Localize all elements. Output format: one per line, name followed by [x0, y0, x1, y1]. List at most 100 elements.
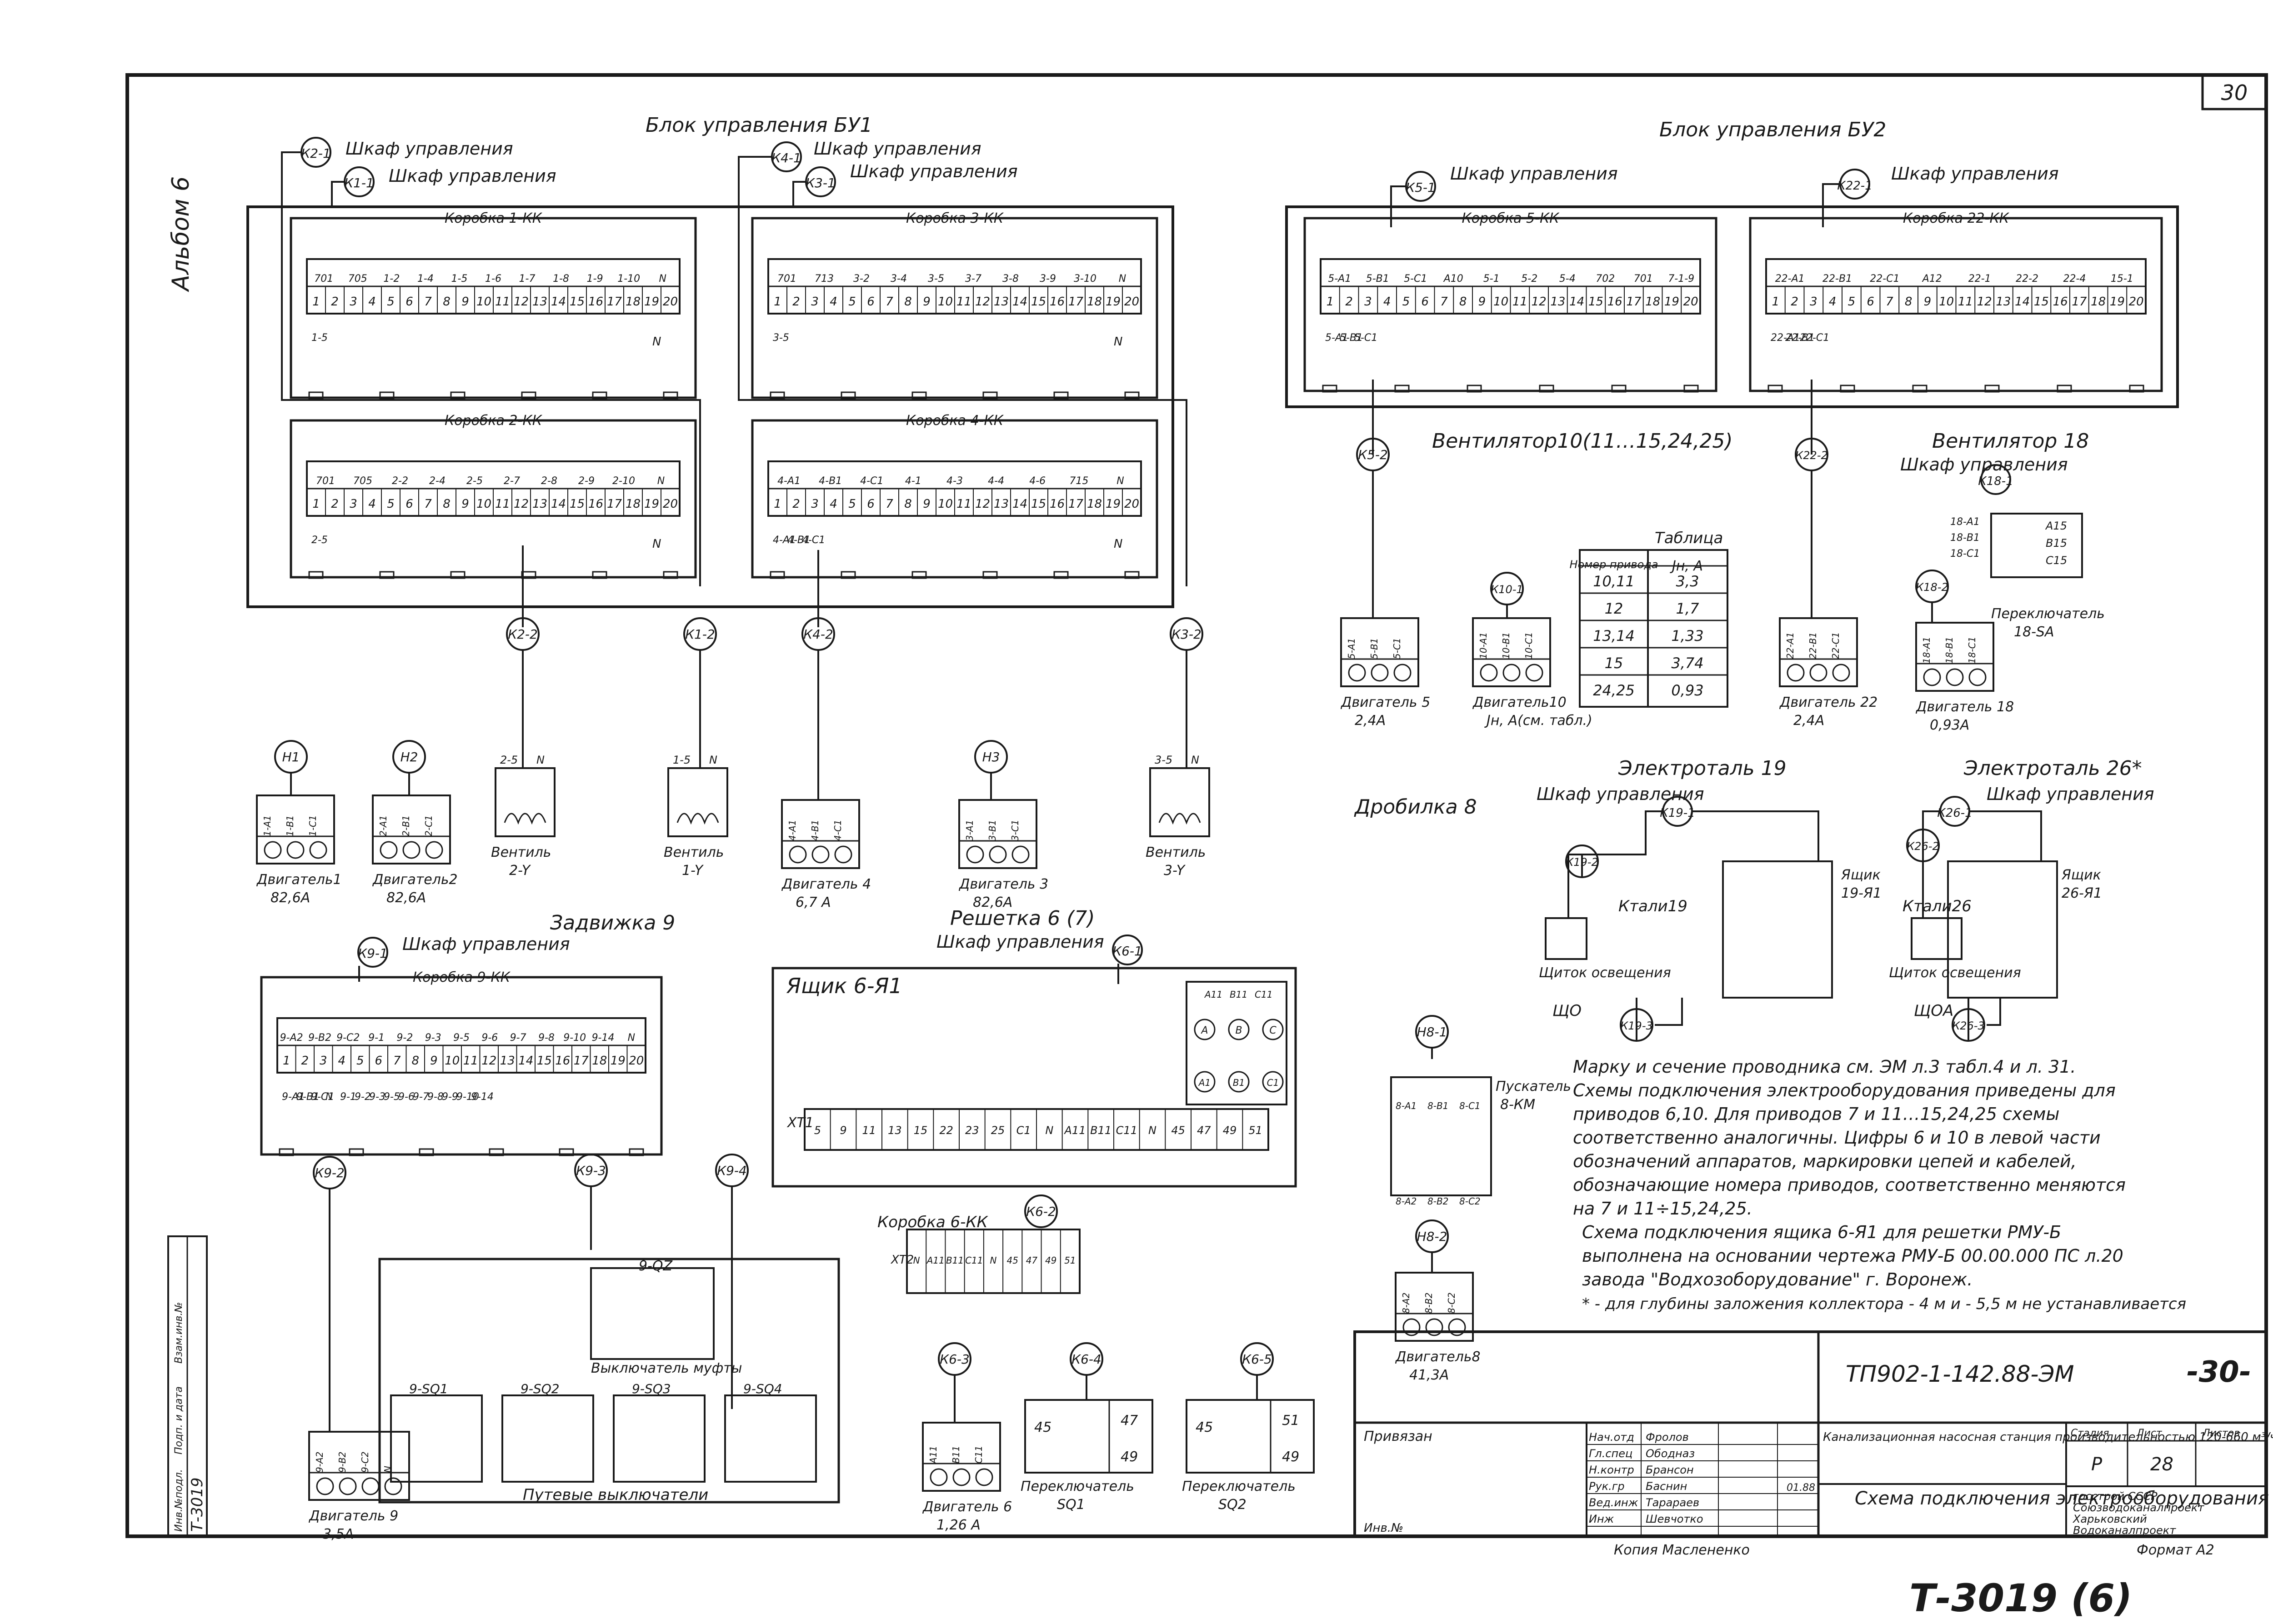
box-b22-top-label: 22-4: [2063, 273, 2086, 285]
stamp-kopia: Копия Маслененко: [1614, 1542, 1750, 1558]
box-b1-top-label: N: [659, 273, 666, 285]
box-b1-num: 13: [532, 295, 547, 309]
cabinet-k11-label: Шкаф управления: [389, 166, 556, 186]
box-b1-n: N: [652, 335, 661, 349]
box-b1-num: 19: [644, 295, 659, 309]
device-dv9-term: 9-B2: [337, 1452, 348, 1473]
cabinet-k31: К3-1: [806, 175, 836, 190]
box-b5-num: 11: [1512, 295, 1527, 309]
box-b2-num: 5: [387, 497, 395, 511]
cable-k65-label: К6-5: [1242, 1352, 1272, 1367]
box-b3-num: 18: [1087, 295, 1102, 309]
box-b1-num: 9: [461, 295, 469, 309]
box-b4-num: 15: [1031, 497, 1046, 511]
yaschik6-cell: 5: [814, 1124, 821, 1137]
table-row-current: 0,93: [1671, 682, 1703, 699]
yaschik6-cell: B11: [1090, 1124, 1111, 1137]
box-b6-cell: 49: [1045, 1255, 1056, 1266]
note-line: Схема подключения ящика 6-Я1 для решетки…: [1582, 1222, 2061, 1242]
device-dv8-rating: 41,3А: [1409, 1367, 1449, 1383]
box-b9-bottom: 9-1: [340, 1091, 356, 1103]
stamp-list-h: Лист: [2136, 1428, 2163, 1439]
device-dv6-name: Двигатель 6: [922, 1499, 1012, 1515]
cable-h3: H3: [974, 740, 1008, 800]
table-row-drive: 12: [1605, 600, 1623, 617]
cable-k192-label: К19-2: [1566, 856, 1598, 869]
box-b9-top-label: 9-5: [453, 1032, 470, 1044]
device-dv8-term: 8-C2: [1446, 1292, 1457, 1314]
device-dv18-name: Двигатель 18: [1915, 699, 2014, 715]
box-b22-num: 3: [1810, 295, 1817, 309]
box-b3-top-label: 3-10: [1074, 273, 1096, 285]
title-vent18: Вентилятор 18: [1932, 430, 2089, 453]
device-dv5-term: 5-A1: [1346, 638, 1357, 659]
yaschik6-xt1: XT1: [786, 1115, 814, 1131]
table-row-drive: 10,11: [1593, 573, 1635, 590]
box-b6-cell: C11: [965, 1255, 983, 1266]
box-b2-top-label: 2-9: [578, 475, 595, 487]
box-b3-num: 20: [1124, 295, 1139, 309]
box-b3-num: 11: [956, 295, 971, 309]
cabinet-k221-label: Шкаф управления: [1891, 164, 2059, 184]
cabinet-k91: К9-1: [358, 946, 388, 961]
stamp-org-3: Водоканалпроект: [2073, 1524, 2176, 1537]
yaschik6-contact2: A1: [1198, 1077, 1211, 1088]
box-b1-top-label: 1-10: [617, 273, 640, 285]
block-bu2-title: Блок управления БУ2: [1659, 118, 1886, 141]
box-b4-title: Коробка 4-КК: [906, 413, 1004, 429]
box-b2-num: 2: [331, 497, 339, 511]
box-b9-num: 11: [463, 1054, 478, 1068]
sq-label: 9-SQ1: [409, 1381, 448, 1396]
box-b6-label: XT2: [890, 1253, 914, 1267]
box-b3-top-label: 3-9: [1040, 273, 1056, 285]
yaschik6-cell: C1: [1016, 1124, 1031, 1137]
et19-box-label: Ящик: [1841, 867, 1881, 883]
device-dv3-term: 3-B1: [987, 820, 998, 841]
box-b1-num: 14: [551, 295, 566, 309]
box-b4-top-label: 4-C1: [860, 475, 883, 487]
box-b9-bottom: 9-5: [384, 1091, 400, 1103]
device-dv2-term: 2-C1: [423, 815, 434, 836]
box-b22-title: Коробка 22-КК: [1903, 210, 2010, 226]
box-b2-top-label: 2-10: [612, 475, 635, 487]
sq-label: 9-SQ2: [521, 1381, 560, 1396]
box-b5-num: 2: [1345, 295, 1353, 309]
cabinet-k181-label: Шкаф управления: [1900, 455, 2068, 475]
device-vn2-term: 2-5: [500, 754, 518, 766]
box-b9-bottom: 9-14: [471, 1091, 494, 1103]
box-b2-title: Коробка 2-КК: [445, 413, 543, 429]
box-b22-num: 7: [1886, 295, 1893, 309]
pk18-left: 18-B1: [1950, 532, 1980, 544]
box-b4-top-label: 4-1: [905, 475, 921, 487]
stamp-role: Нач.отд: [1589, 1431, 1634, 1444]
box-b9-bottom: 9-A1: [282, 1091, 305, 1103]
box-b2-n: N: [652, 537, 661, 551]
device-dv4-term: 4-A1: [787, 820, 798, 841]
box-b22-num: 1: [1772, 295, 1780, 309]
cable-k63-label: К6-3: [940, 1352, 970, 1367]
device-vn3-name: Вентиль: [1146, 844, 1206, 860]
box-b1-num: 18: [626, 295, 641, 309]
box-b5-num: 19: [1664, 295, 1679, 309]
note-line: соответственно аналогичны. Цифры 6 и 10 …: [1573, 1128, 2101, 1148]
box-b1-bottom: 1-5: [311, 332, 328, 344]
box-b3-top-label: 3-2: [853, 273, 870, 285]
box-b4-num: 8: [904, 497, 912, 511]
cable-k64: К6-4: [1070, 1342, 1103, 1400]
device-dv10-term: 10-B1: [1501, 632, 1512, 659]
box-b22-bottom: 22-B1: [1785, 332, 1815, 344]
device-dv18-term: 18-B1: [1944, 637, 1955, 664]
cable-h1: H1: [274, 740, 308, 795]
stamp-title: Схема подключения электрооборудования: [1855, 1488, 2269, 1509]
putev-label: Путевые выключатели: [523, 1486, 708, 1504]
et26-box-label: Ящик: [2061, 867, 2101, 883]
box-b22-bottom: 22-C1: [1800, 332, 1829, 344]
stamp-date: 01.88: [1787, 1482, 1815, 1494]
cable-k92: К9-2: [313, 1156, 346, 1432]
box-b5-bottom: 5-B1: [1340, 332, 1363, 344]
box-b22-num: 15: [2034, 295, 2049, 309]
box-b2-num: 7: [424, 497, 432, 511]
box-b3-top-label: 3-8: [1002, 273, 1019, 285]
